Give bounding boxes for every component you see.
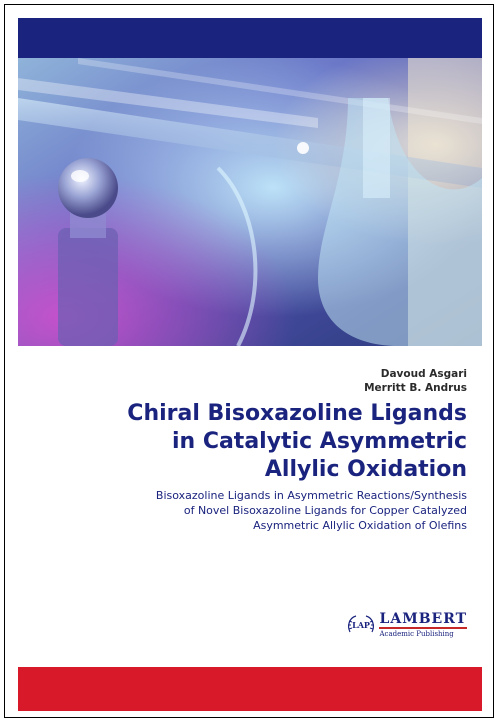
lap-emblem-icon: LAP — [348, 615, 375, 633]
cover-photo-glassware — [18, 58, 482, 346]
book-cover: Davoud Asgari Merritt B. Andrus Chiral B… — [4, 4, 494, 718]
lap-logo-text: LAP — [353, 620, 371, 630]
author-2: Merritt B. Andrus — [364, 382, 467, 394]
bottom-red-band — [18, 667, 482, 711]
publisher-name: LAMBERT — [379, 610, 467, 629]
subtitle-line-2: of Novel Bisoxazoline Ligands for Copper… — [183, 504, 467, 517]
title-line-1: Chiral Bisoxazoline Ligands — [127, 401, 467, 426]
book-subtitle: Bisoxazoline Ligands in Asymmetric React… — [27, 488, 467, 533]
author-1: Davoud Asgari — [380, 368, 467, 380]
top-navy-band — [18, 18, 482, 58]
title-line-2: in Catalytic Asymmetric — [171, 429, 467, 454]
authors-block: Davoud Asgari Merritt B. Andrus — [364, 367, 467, 395]
subtitle-line-1: Bisoxazoline Ligands in Asymmetric React… — [155, 489, 467, 502]
publisher-wordmark: LAMBERT Academic Publishing — [379, 610, 467, 639]
title-line-3: Allylic Oxidation — [264, 457, 467, 482]
publisher-logo: LAP LAMBERT Academic Publishing — [346, 610, 467, 640]
publisher-subtitle: Academic Publishing — [379, 629, 454, 638]
subtitle-line-3: Asymmetric Allylic Oxidation of Olefins — [253, 519, 467, 532]
book-title: Chiral Bisoxazoline Ligands in Catalytic… — [27, 400, 467, 484]
